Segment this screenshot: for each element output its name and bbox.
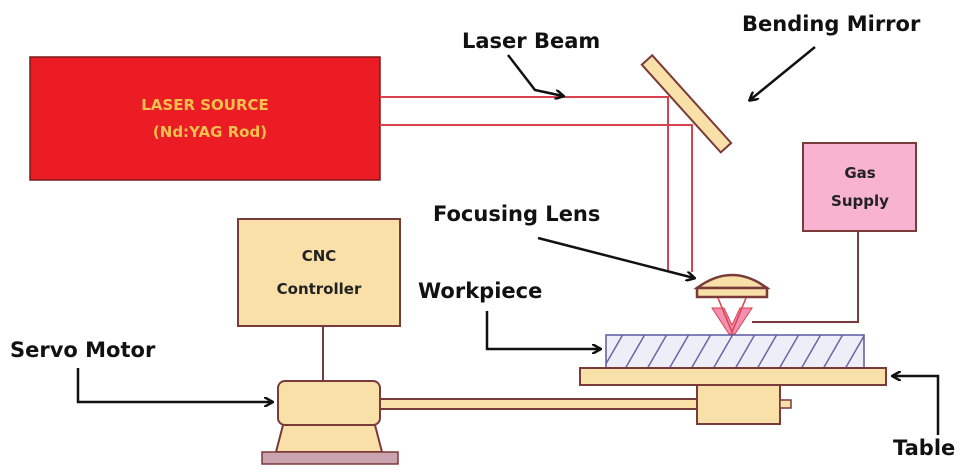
cnc-controller-box: CNC Controller — [237, 218, 401, 327]
cnc-line2: Controller — [277, 280, 362, 298]
label-table: Table — [893, 436, 955, 460]
bending-mirror — [640, 53, 733, 154]
label-servo-motor: Servo Motor — [10, 338, 156, 362]
servo-motor — [261, 380, 399, 465]
arrow-workpiece — [485, 311, 600, 349]
arrow-servo-motor — [76, 368, 272, 402]
gas-supply-line1: Gas — [844, 164, 875, 182]
laser-beam — [380, 96, 693, 272]
laser-source-title: LASER SOURCE — [141, 96, 269, 114]
gas-supply-box: Gas Supply — [802, 142, 917, 232]
laser-source-subtitle: (Nd:YAG Rod) — [153, 123, 267, 141]
gas-line — [752, 231, 859, 323]
arrow-bending-mirror — [750, 46, 816, 100]
laser-source-box: LASER SOURCE (Nd:YAG Rod) — [29, 56, 381, 181]
label-workpiece: Workpiece — [418, 279, 542, 303]
focusing-lens — [693, 273, 771, 299]
workpiece-hatch — [606, 335, 864, 368]
arrow-laser-beam — [507, 54, 563, 96]
table-drive-block — [696, 384, 781, 425]
label-focusing-lens: Focusing Lens — [433, 202, 600, 226]
gas-supply-line2: Supply — [831, 192, 889, 210]
lead-screw — [379, 398, 698, 410]
arrow-focusing-lens — [537, 236, 694, 278]
focused-beam — [717, 297, 747, 334]
arrow-table — [893, 376, 940, 435]
label-bending-mirror: Bending Mirror — [742, 12, 921, 36]
cnc-line1: CNC — [302, 247, 337, 265]
drive-stub — [779, 399, 792, 409]
table — [579, 367, 887, 386]
nozzle — [711, 307, 753, 335]
label-laser-beam: Laser Beam — [462, 29, 600, 53]
